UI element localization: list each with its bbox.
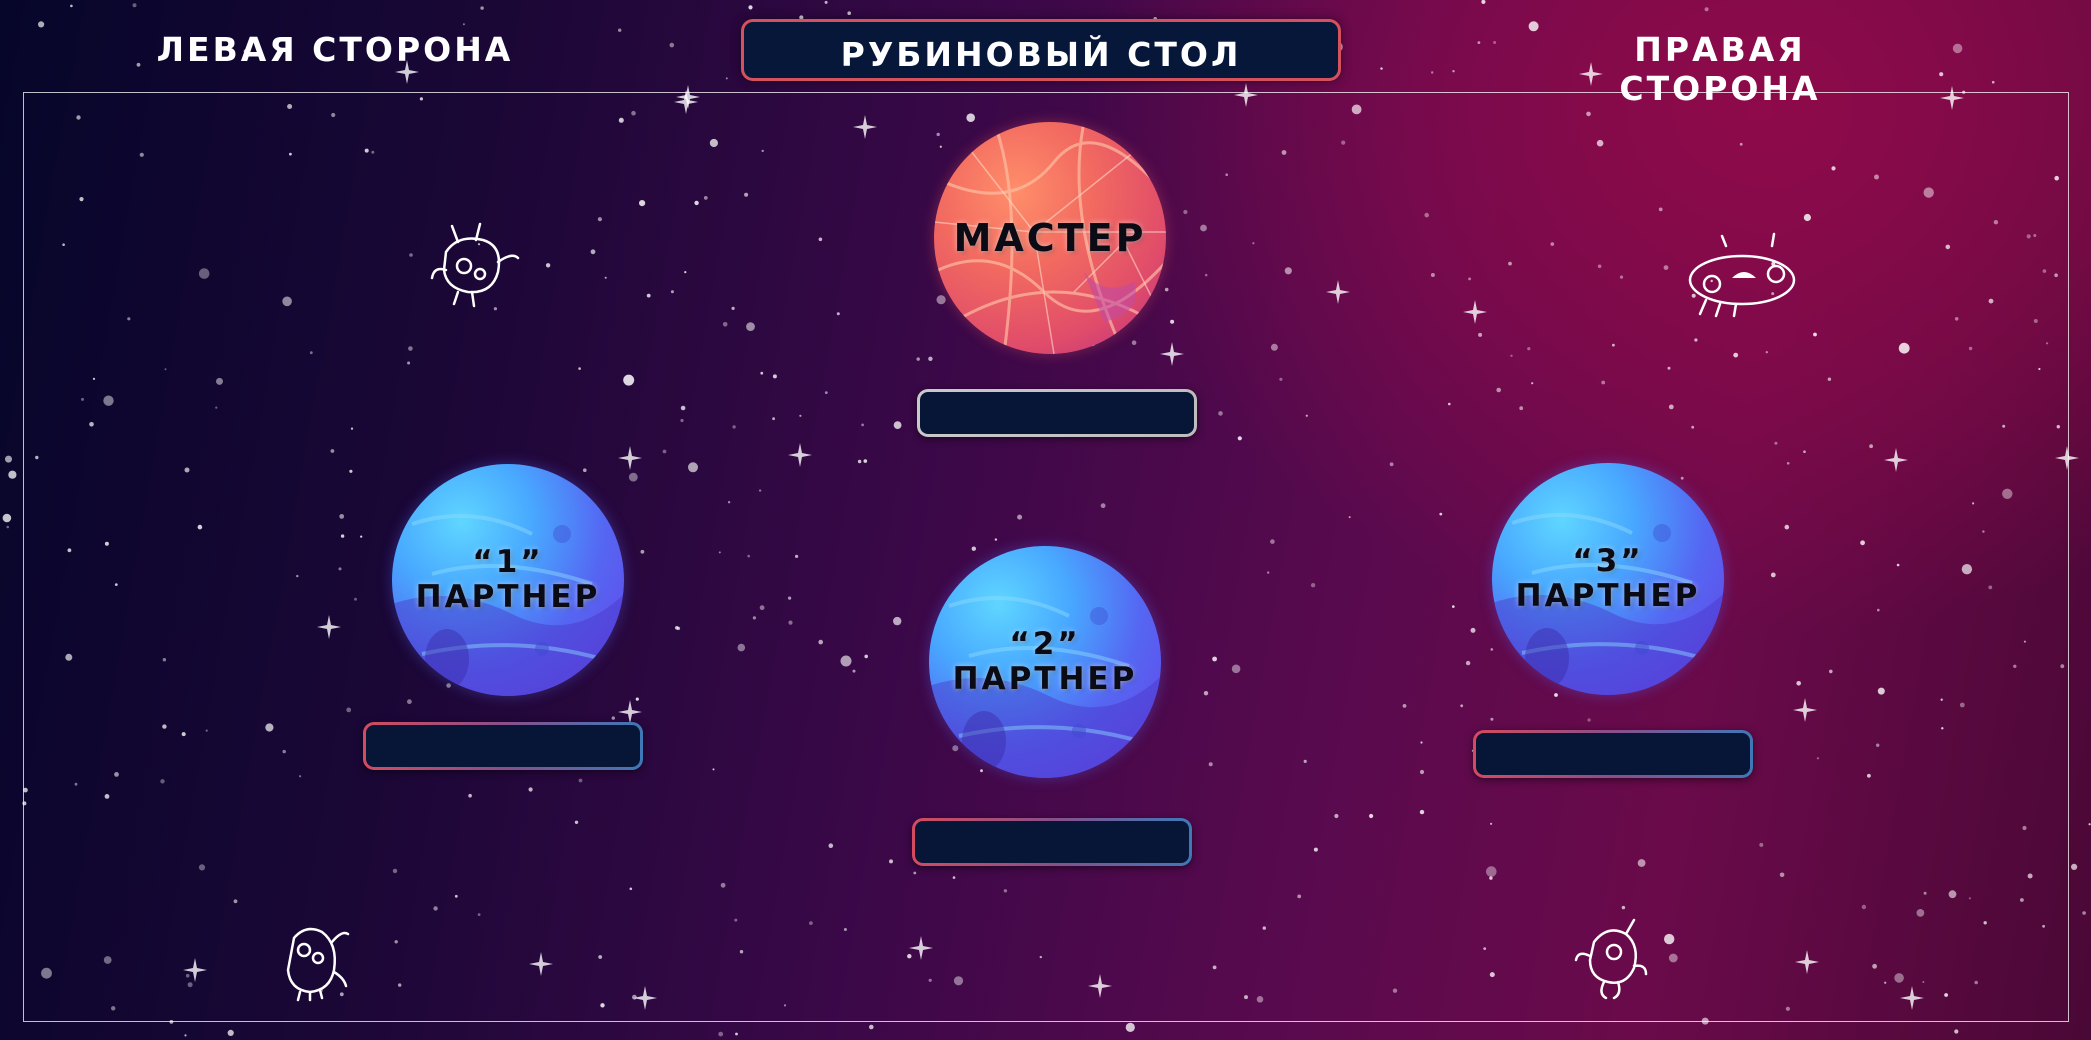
planet-texture: [1492, 513, 1724, 695]
ufo-doodle-icon: [1688, 232, 1796, 318]
alien-doodle-icon: [430, 222, 520, 308]
star: [6, 525, 9, 529]
star: [1952, 43, 1963, 54]
star: [1431, 71, 1434, 74]
master-name-field[interactable]: [917, 389, 1197, 437]
star: [462, 23, 465, 26]
star: [1125, 1022, 1135, 1032]
star: [1477, 41, 1481, 44]
star: [824, 0, 828, 4]
partner1-planet[interactable]: “1” ПАРТНЕР: [392, 464, 624, 696]
table-title: РУБИНОВЫЙ СТОЛ: [840, 34, 1242, 74]
partner2-name-field[interactable]: [912, 818, 1192, 866]
star: [8, 470, 17, 479]
star: [1991, 80, 1995, 84]
right-side-label: ПРАВАЯ СТОРОНА: [1619, 30, 1821, 108]
star: [2, 513, 12, 523]
star: [227, 1029, 234, 1036]
master-label: МАСТЕР: [953, 215, 1147, 260]
star: [480, 6, 484, 10]
star: [718, 1031, 724, 1037]
partner1-label: “1” ПАРТНЕР: [415, 544, 601, 615]
planet-texture: [392, 514, 624, 696]
star: [1704, 7, 1709, 12]
star: [1452, 70, 1455, 73]
star: [869, 1024, 874, 1030]
star: [847, 11, 851, 15]
table-title-box: РУБИНОВЫЙ СТОЛ: [741, 19, 1341, 81]
planet-texture: [934, 122, 1166, 354]
star: [725, 77, 728, 80]
star: [2071, 863, 2078, 871]
partner3-planet[interactable]: “3” ПАРТНЕР: [1492, 463, 1724, 695]
star: [1481, 0, 1486, 4]
partner2-label: “2” ПАРТНЕР: [952, 626, 1138, 697]
master-planet[interactable]: МАСТЕР: [934, 122, 1166, 354]
star: [1493, 41, 1497, 44]
partner2-planet[interactable]: “2” ПАРТНЕР: [929, 546, 1161, 778]
star: [5, 455, 12, 463]
star: [669, 42, 675, 48]
star: [1954, 1029, 1959, 1034]
partner1-name-field[interactable]: [363, 722, 643, 770]
monster-doodle-icon: [286, 927, 350, 1002]
star: [618, 28, 622, 32]
left-side-label: ЛЕВАЯ СТОРОНА: [156, 30, 514, 69]
star: [735, 1032, 738, 1036]
star: [136, 62, 141, 67]
star: [2082, 911, 2086, 915]
star: [38, 21, 45, 28]
star: [748, 5, 753, 10]
star: [70, 4, 73, 8]
star: [1380, 67, 1383, 70]
partner3-label: “3” ПАРТНЕР: [1515, 543, 1701, 614]
star: [184, 1034, 187, 1037]
star: [1939, 72, 1944, 77]
table-frame: [23, 92, 2069, 1022]
creature-doodle-icon: [1574, 918, 1648, 1000]
star: [132, 3, 137, 8]
planet-texture: [929, 596, 1161, 778]
star: [2088, 823, 2091, 826]
partner3-name-field[interactable]: [1473, 730, 1753, 778]
